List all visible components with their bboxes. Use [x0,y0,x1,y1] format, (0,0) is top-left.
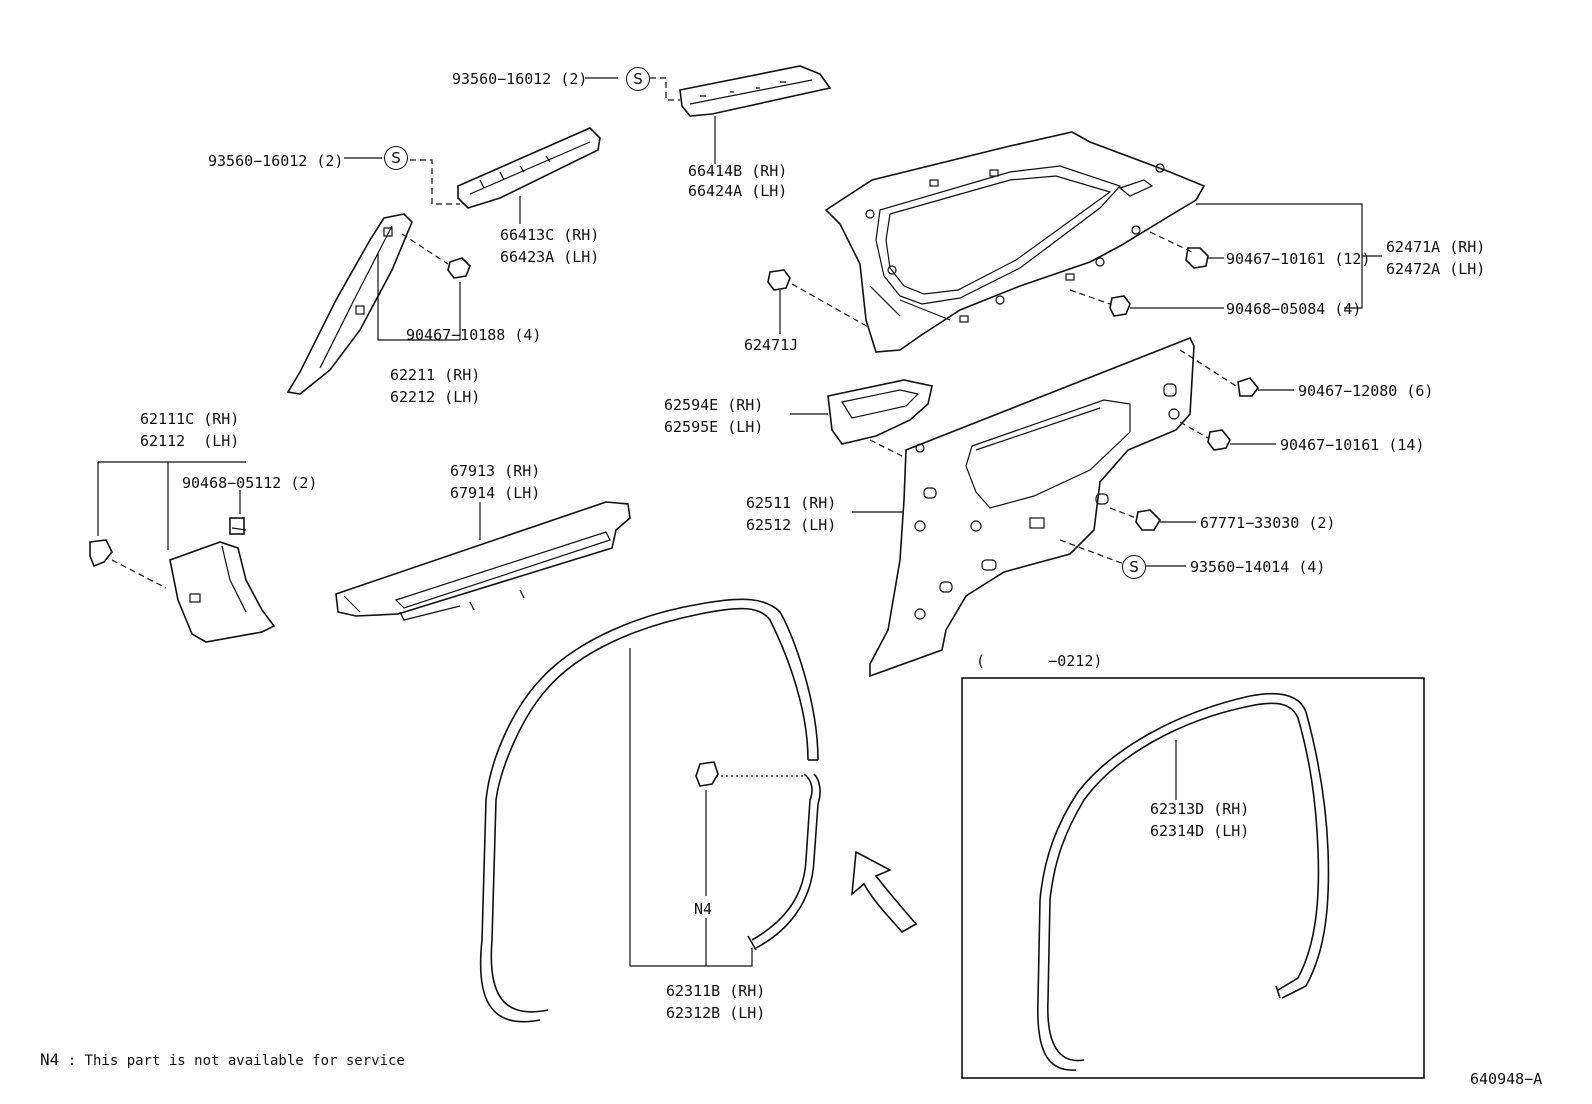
label-67913: 67913 (RH) [450,462,541,480]
quarter-trim-62471a-drawing [824,131,1382,353]
label-62594e: 62594E (RH) [664,396,764,414]
pocket-62594e-drawing [790,379,933,459]
label-62472a: 62472A (LH) [1386,260,1486,278]
clip-90467-10161-14-drawing [1207,429,1276,451]
label-66413c: 66413C (RH) [500,226,600,244]
footnote-code: N4 [40,1050,60,1069]
clip-90467-12080-drawing [1237,377,1294,397]
weatherstrip-62311b-drawing [479,598,821,1023]
label-67914: 67914 (LH) [450,484,541,502]
clip-90467-10161-12-drawing [1185,247,1224,269]
clip-90468-05112-drawing [229,517,247,535]
label-62471j: 62471J [744,336,799,354]
pillar-62211-drawing [286,213,461,395]
label-90467-10161-14: 90467−10161 (14) [1280,436,1425,454]
label-n4-marker: N4 [694,900,713,918]
label-62314d: 62314D (LH) [1150,822,1250,840]
label-62212: 62212 (LH) [390,388,481,406]
s-symbol-badge-left: S [384,146,408,170]
weatherstrip-62313d-drawing [1037,692,1330,1071]
trim-66413c-drawing [457,127,601,224]
label-90468-05084: 90468−05084 (4) [1226,300,1362,318]
label-62512: 62512 (LH) [746,516,837,534]
label-66414b: 66414B (RH) [688,162,788,180]
clip-90467-10188-drawing [401,233,471,279]
footnote-text: : This part is not available for service [67,1053,405,1069]
clip-90468-05084-drawing [1109,295,1224,317]
clip-67771-33030-drawing [1135,509,1196,531]
label-90467-12080: 90467−12080 (6) [1298,382,1434,400]
footnote: N4 : This part is not available for serv… [40,1050,405,1069]
scuff-plate-67913-drawing [335,501,631,621]
cover-62111c-drawing [97,461,276,643]
label-62211: 62211 (RH) [390,366,481,384]
label-62313d: 62313D (RH) [1150,800,1250,818]
label-90467-10161-12: 90467−10161 (12) [1226,250,1371,268]
label-62471a: 62471A (RH) [1386,238,1486,256]
label-62111c: 62111C (RH) [140,410,240,428]
label-90467-10188: 90467−10188 (4) [406,326,542,344]
label-66424a: 66424A (LH) [688,182,788,200]
label-62311b: 62311B (RH) [666,982,766,1000]
label-93560-16012-top: 93560−16012 (2) [452,70,588,88]
clip-left-drawing [89,539,167,589]
label-93560-14014: 93560−14014 (4) [1190,558,1326,576]
label-62312b: 62312B (LH) [666,1004,766,1022]
trim-66414b-drawing [679,65,832,164]
inset-frame [961,677,1425,1079]
label-inset-range: ( −0212) [976,652,1103,670]
diagram-id: 640948−A [1470,1070,1543,1088]
label-62511: 62511 (RH) [746,494,837,512]
label-62595e: 62595E (LH) [664,418,764,436]
s-symbol-badge-top: S [626,67,650,91]
label-62112: 62112 (LH) [140,432,240,450]
view-direction-arrow-drawing [851,850,918,934]
clip-62471j-drawing [767,269,871,334]
label-66423a: 66423A (LH) [500,248,600,266]
label-90468-05112: 90468−05112 (2) [182,474,318,492]
quarter-panel-62511-drawing [852,336,1195,678]
label-67771-33030: 67771−33030 (2) [1200,514,1336,532]
label-93560-16012-left: 93560−16012 (2) [208,152,344,170]
s-symbol-badge-right: S [1122,555,1146,579]
